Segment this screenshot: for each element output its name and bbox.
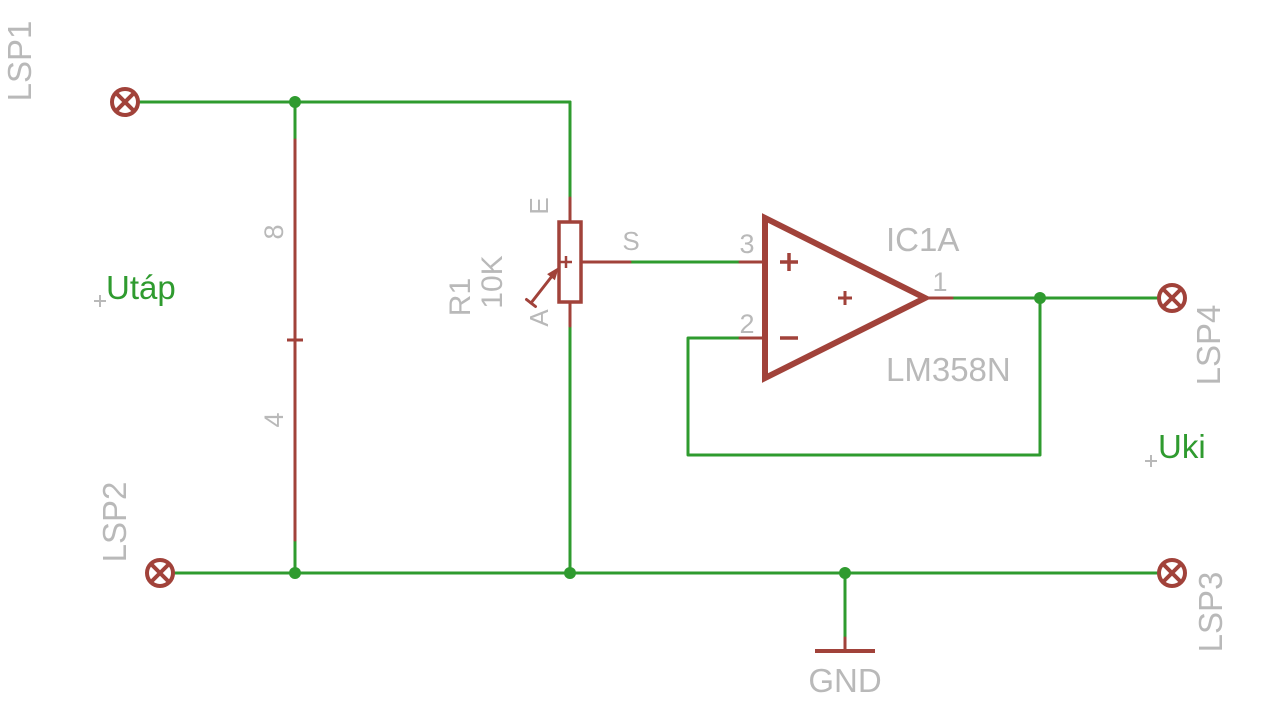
pad-label-lsp2: LSP2 bbox=[96, 482, 133, 563]
pot-pin-a-label: A bbox=[524, 309, 554, 327]
uki-origin-cross bbox=[1145, 455, 1157, 467]
net-label-uki: Uki bbox=[1158, 428, 1206, 465]
net-wires bbox=[136, 100, 1161, 640]
opamp-plus-icon bbox=[780, 253, 798, 271]
wire-feedback bbox=[686, 296, 1042, 457]
opamp-name-label: IC1A bbox=[886, 221, 959, 258]
pad-label-lsp4: LSP4 bbox=[1190, 305, 1227, 386]
pot-wiper-arrow-icon bbox=[525, 267, 559, 308]
pad-x-icon bbox=[1161, 287, 1183, 309]
opamp-pin3-label: 3 bbox=[739, 229, 754, 259]
pot-body bbox=[557, 220, 583, 304]
opamp-origin-cross bbox=[838, 291, 852, 305]
pot-value-label: 10K bbox=[476, 255, 509, 308]
pad-lsp1 bbox=[110, 87, 140, 117]
power-pin8-label: 8 bbox=[259, 224, 289, 239]
pot-pin-s-label: S bbox=[622, 226, 639, 256]
pot-pin-e-label: E bbox=[524, 197, 554, 214]
wiper-arrow-foot bbox=[525, 298, 537, 308]
pot-origin-cross bbox=[560, 256, 572, 268]
pad-x-icon bbox=[114, 91, 136, 113]
power-pin4-label: 4 bbox=[259, 412, 289, 427]
pad-circle bbox=[1157, 558, 1187, 588]
junction-dots bbox=[289, 96, 1046, 579]
pad-circle bbox=[110, 87, 140, 117]
opamp-pin1-label: 1 bbox=[932, 267, 947, 297]
pad-circle bbox=[1157, 283, 1187, 313]
utap-origin-cross bbox=[94, 295, 106, 307]
pad-label-lsp1: LSP1 bbox=[1, 21, 38, 102]
junction-output-feedback bbox=[1034, 292, 1046, 304]
junction-bottom-gnd bbox=[839, 567, 851, 579]
gnd-label: GND bbox=[808, 662, 881, 699]
pad-circle bbox=[145, 558, 175, 588]
opamp-ic1a bbox=[738, 213, 954, 383]
pad-lsp3 bbox=[1157, 558, 1187, 588]
wiper-arrow-head bbox=[547, 267, 559, 281]
opamp-value-label: LM358N bbox=[886, 351, 1011, 388]
potentiometer-r1 bbox=[525, 196, 632, 328]
junction-top-supply bbox=[289, 96, 301, 108]
ic-power-pins bbox=[287, 138, 303, 542]
gnd-symbol bbox=[815, 636, 875, 653]
net-label-utap: Utáp bbox=[106, 269, 176, 306]
pad-lsp4 bbox=[1157, 283, 1187, 313]
opamp-triangle bbox=[762, 213, 932, 383]
pad-label-lsp3: LSP3 bbox=[1192, 572, 1229, 653]
pad-lsp2 bbox=[145, 558, 175, 588]
junction-bottom-supply bbox=[289, 567, 301, 579]
junction-bottom-pot bbox=[564, 567, 576, 579]
pad-x-icon bbox=[149, 562, 171, 584]
power-origin-cross bbox=[287, 332, 303, 348]
pot-name-label: R1 bbox=[444, 278, 477, 316]
pad-x-icon bbox=[1161, 562, 1183, 584]
opamp-pin2-label: 2 bbox=[739, 309, 754, 339]
